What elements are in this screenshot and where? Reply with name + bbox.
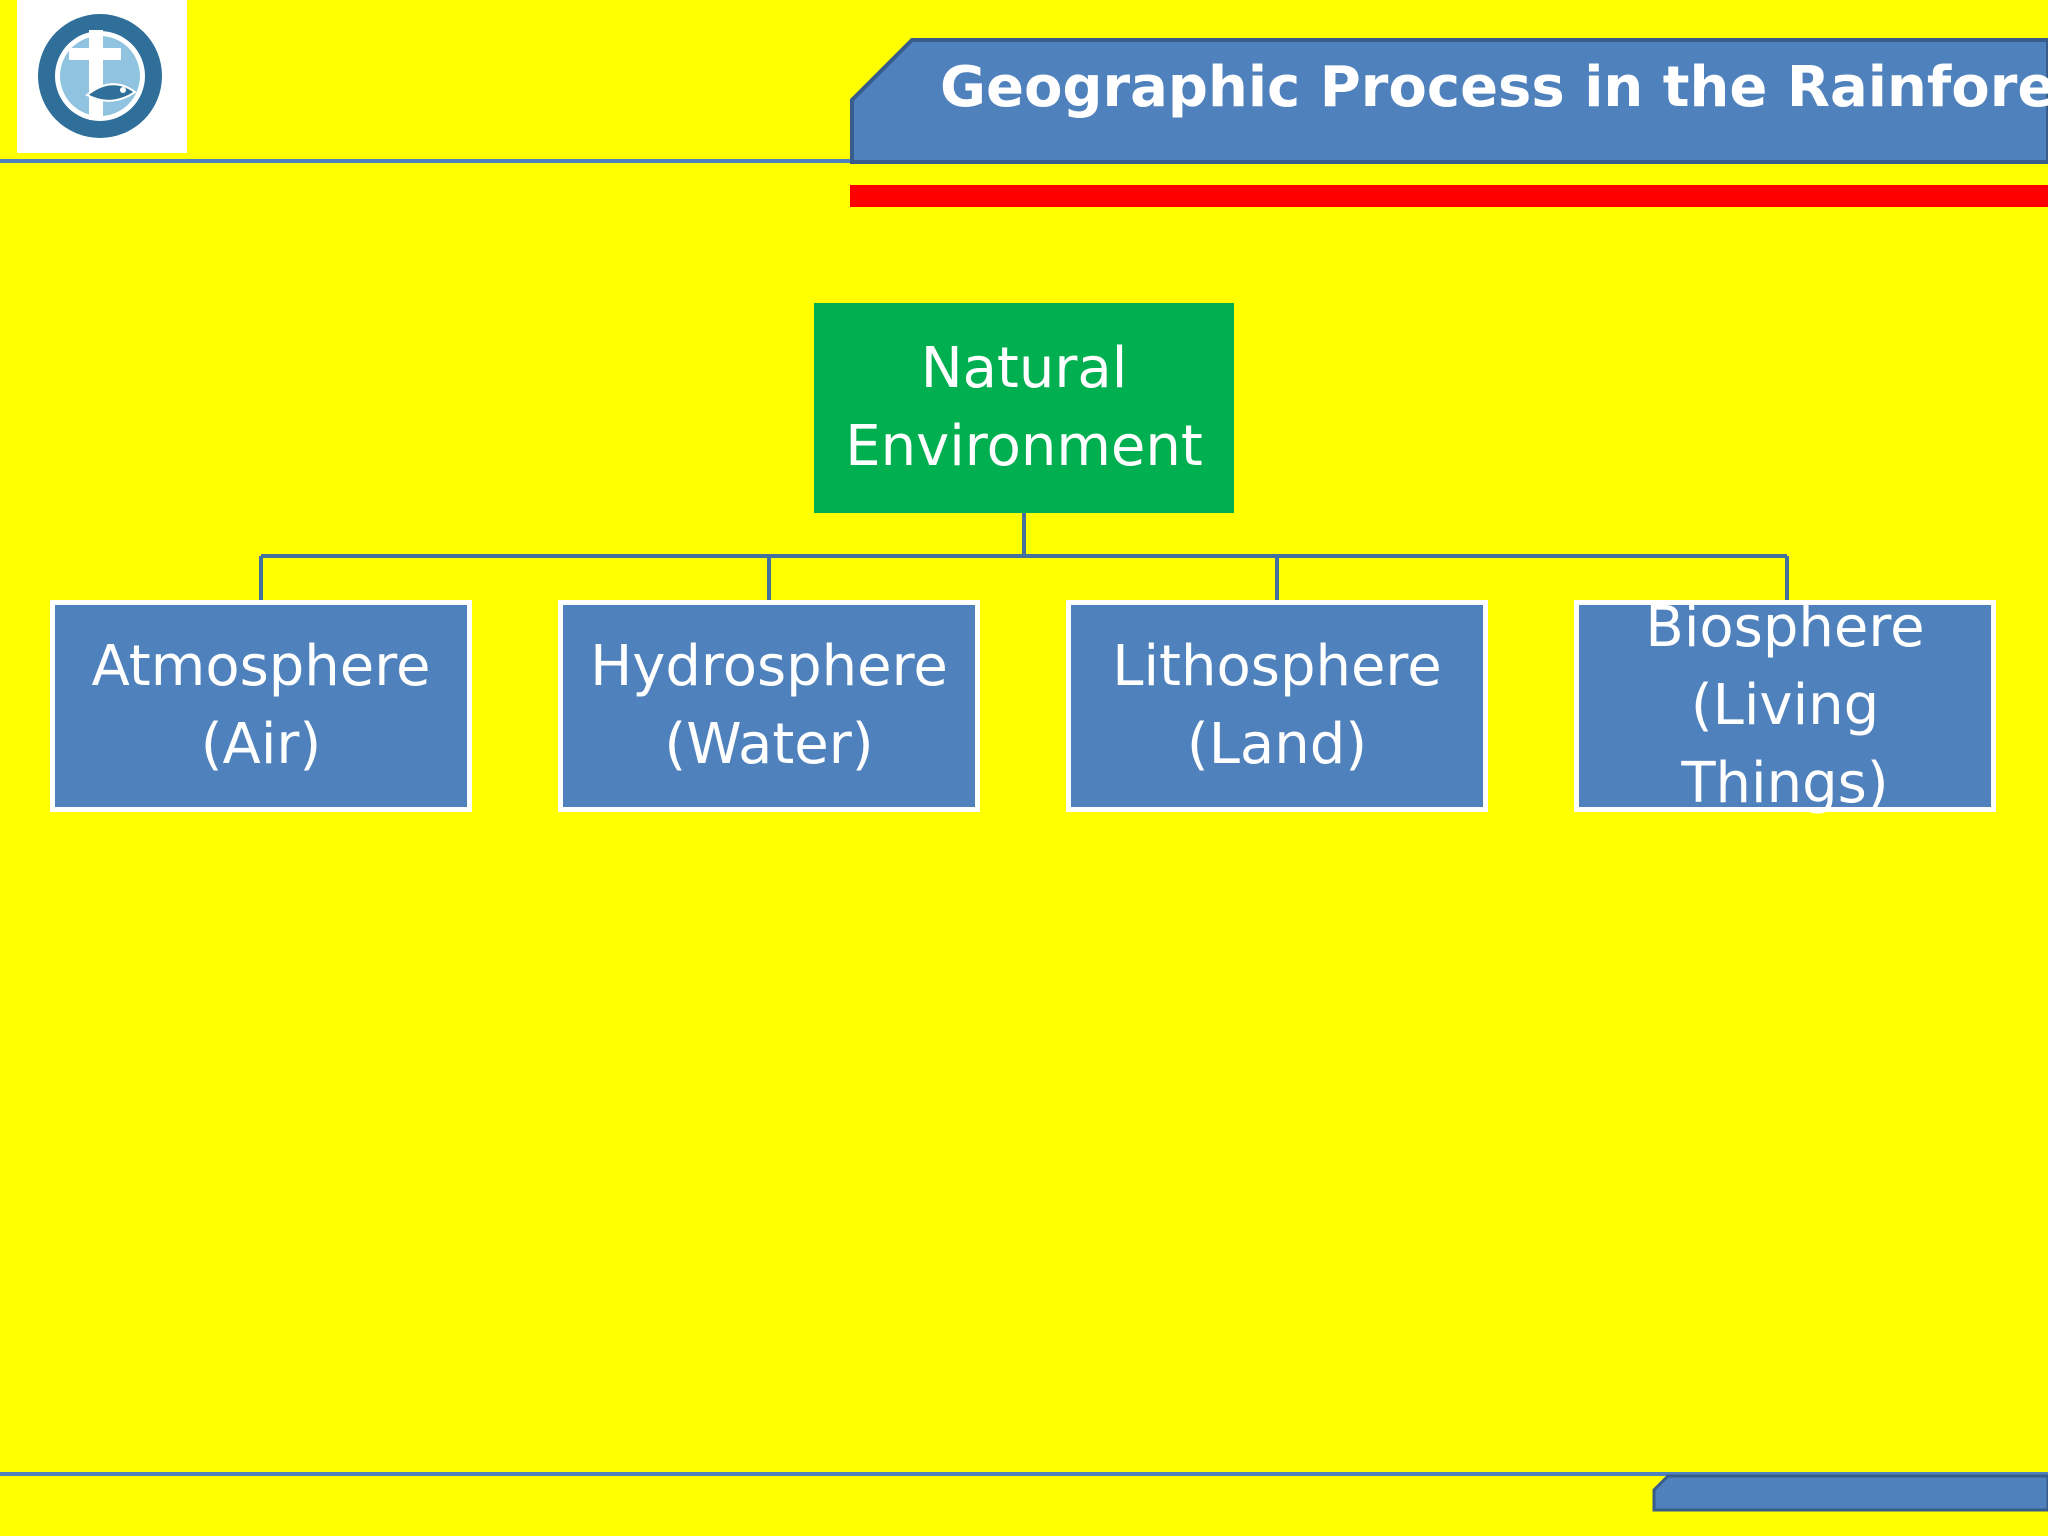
school-logo xyxy=(17,0,187,153)
node-label-line2: Environment xyxy=(845,414,1203,479)
red-accent-stripe xyxy=(850,185,2048,207)
tree-connectors xyxy=(259,513,1789,600)
node-hydrosphere: Hydrosphere (Water) xyxy=(558,600,980,812)
node-label-line2: (Air) xyxy=(200,712,322,777)
title-banner xyxy=(850,38,2048,164)
node-label-line1: Atmosphere xyxy=(91,634,431,699)
node-label-line1: Lithosphere xyxy=(1112,634,1442,699)
node-lithosphere: Lithosphere (Land) xyxy=(1066,600,1488,812)
node-label-line2: (Water) xyxy=(664,712,874,777)
node-natural-environment: Natural Environment xyxy=(814,303,1234,513)
node-label-line2: (Land) xyxy=(1186,712,1368,777)
node-label-line1: Natural xyxy=(920,336,1128,401)
footer-tab xyxy=(1652,1474,2048,1512)
node-biosphere: Biosphere (Living Things) xyxy=(1574,595,1996,816)
slide-title: Geographic Process in the Rainforests xyxy=(940,55,2048,120)
node-label-line1: Biosphere xyxy=(1645,595,1925,660)
school-crest-icon xyxy=(38,14,162,138)
node-label-line2: (Living Things) xyxy=(1681,673,1889,816)
node-atmosphere: Atmosphere (Air) xyxy=(50,600,472,812)
node-label-line1: Hydrosphere xyxy=(590,634,948,699)
